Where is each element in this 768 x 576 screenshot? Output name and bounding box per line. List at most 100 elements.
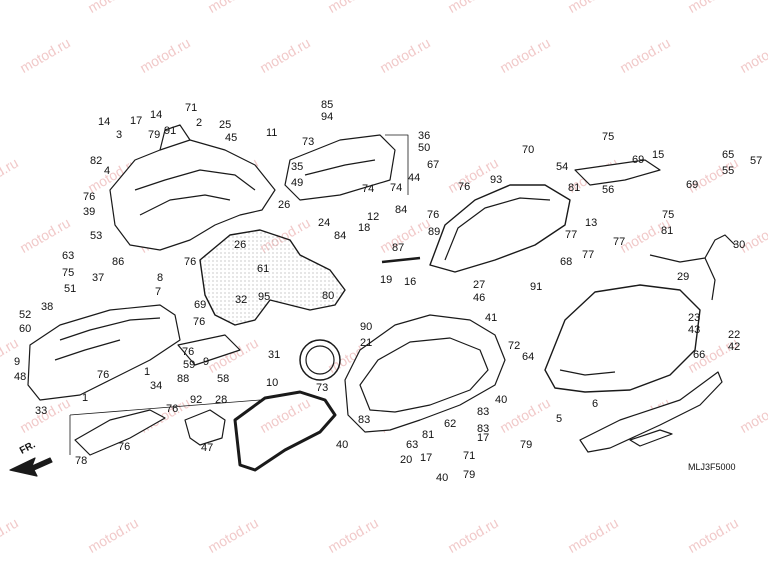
callout-label: 4: [104, 165, 111, 177]
callout-label: 76: [118, 441, 131, 453]
bracket-33: [184, 409, 226, 446]
callout-label: 76: [427, 209, 440, 221]
callout-label: 83: [477, 423, 490, 435]
callout-label: 36: [418, 130, 431, 142]
callout-label: 18: [358, 222, 371, 234]
callout-label: 52: [19, 309, 32, 321]
callout-label: 81: [422, 429, 435, 441]
callout-label: 8: [157, 272, 164, 284]
callout-label: 74: [390, 182, 403, 194]
callout-label: 76: [83, 191, 96, 203]
callout-label: 84: [334, 230, 347, 242]
callout-label: 91: [530, 281, 543, 293]
callout-label: 81: [568, 182, 581, 194]
callout-label: 31: [268, 349, 281, 361]
callout-label: 56: [602, 184, 615, 196]
callout-label: 57: [750, 155, 763, 167]
callout-label: 47: [201, 442, 214, 454]
callout-label: 76: [166, 403, 179, 415]
callout-label: 32: [235, 294, 248, 306]
callout-label: 75: [62, 267, 75, 279]
callout-label: 93: [490, 174, 503, 186]
callout-label: 91: [164, 125, 177, 137]
bracket-48: [177, 334, 241, 366]
front-arrow: [9, 457, 53, 477]
tray-35: [284, 134, 396, 201]
callout-label: 65: [722, 149, 735, 161]
callout-label: 37: [92, 272, 105, 284]
callout-label: 20: [400, 454, 413, 466]
callout-label: 88: [177, 373, 190, 385]
callout-label: 35: [291, 161, 304, 173]
lower-trim-panel: [27, 304, 181, 401]
tray-34: [74, 409, 166, 456]
callout-label: 83: [358, 414, 371, 426]
callout-label: 60: [19, 323, 32, 335]
callout-label: 6: [592, 398, 599, 410]
callout-label: 94: [321, 111, 334, 123]
callout-label: 77: [582, 249, 595, 261]
callout-label: 63: [406, 439, 419, 451]
callout-label: 1: [144, 366, 151, 378]
callout-label: 48: [14, 371, 27, 383]
callout-label: 40: [436, 472, 449, 484]
callout-label: 78: [75, 455, 88, 467]
callout-label: 86: [112, 256, 125, 268]
callout-label: 76: [184, 256, 197, 268]
callout-label: 26: [278, 199, 291, 211]
seal-31: [233, 390, 337, 472]
callout-label: 22: [728, 329, 741, 341]
callout-label: 1: [82, 392, 89, 404]
diagram-code: MLJ3F5000: [688, 462, 736, 472]
callout-label: 10: [266, 377, 279, 389]
callout-label: 9: [203, 356, 210, 368]
callout-label: 50: [418, 142, 431, 154]
callout-label: 95: [258, 291, 271, 303]
callout-label: 58: [217, 373, 230, 385]
callout-label: 68: [560, 256, 573, 268]
callout-label: 46: [473, 292, 486, 304]
callout-label: 69: [686, 179, 699, 191]
callout-label: 39: [83, 206, 96, 218]
callout-label: 38: [41, 301, 54, 313]
callout-label: 19: [380, 274, 393, 286]
callout-label: 53: [90, 230, 103, 242]
callout-label: 69: [632, 154, 645, 166]
callout-label: 79: [148, 129, 161, 141]
callout-label: 43: [688, 324, 701, 336]
callout-label: 40: [336, 439, 349, 451]
callout-label: 92: [190, 394, 203, 406]
callout-label: 82: [90, 155, 103, 167]
callout-label: 24: [318, 217, 331, 229]
callout-label: 17: [477, 432, 490, 444]
callout-label: 55: [722, 165, 735, 177]
callout-label: 21: [360, 337, 373, 349]
callout-label: 77: [613, 236, 626, 248]
callout-label: 79: [463, 469, 476, 481]
callout-label: 80: [322, 290, 335, 302]
callout-label: 76: [458, 181, 471, 193]
callout-label: 14: [150, 109, 163, 121]
garnish-28: [579, 371, 723, 453]
inner-pocket-panel: [109, 139, 276, 251]
callout-label: 76: [97, 369, 110, 381]
callout-label: 84: [395, 204, 408, 216]
callout-label: 28: [215, 394, 228, 406]
callout-label: 23: [688, 312, 701, 324]
callout-label: 75: [662, 209, 675, 221]
callout-label: 12: [367, 211, 380, 223]
callout-label: 71: [463, 450, 476, 462]
callout-label: 13: [585, 217, 598, 229]
callout-label: 49: [291, 177, 304, 189]
gasket-32: [199, 229, 346, 326]
callout-label: 44: [408, 172, 421, 184]
cable-29: [649, 234, 736, 263]
callout-label: 33: [35, 405, 48, 417]
callout-label: 64: [522, 351, 535, 363]
callout-label: 15: [652, 149, 665, 161]
callout-label: 61: [257, 263, 270, 275]
callout-label: 30: [733, 239, 746, 251]
callout-label: 81: [661, 225, 674, 237]
callout-label: 7: [155, 286, 162, 298]
callout-label: 3: [116, 129, 123, 141]
